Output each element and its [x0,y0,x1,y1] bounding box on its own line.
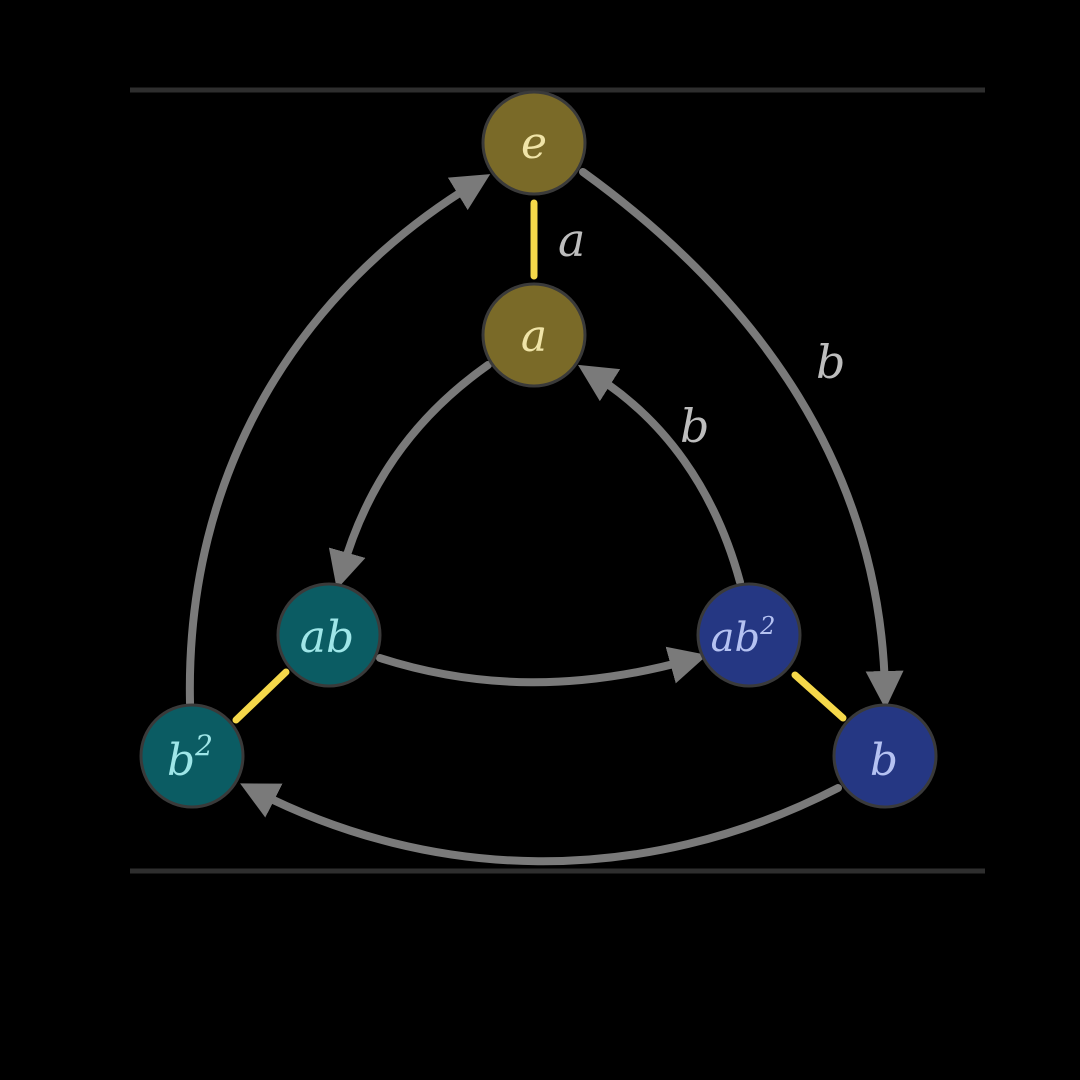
node-b-label: b [870,735,898,786]
node-e-label: e [521,118,547,169]
node-ab2-label: ab2 [711,612,776,661]
node-a-label: a [521,311,547,362]
node-b: b [832,703,938,809]
edge-b2-to-e [185,174,491,707]
node-e: e [481,90,587,196]
node-b2: b2 [139,703,245,809]
node-ab: ab [276,582,382,688]
edge-b-to-b2 [240,783,842,866]
edge-ab-b2 [232,668,290,724]
edge-ab2-b [791,671,847,722]
edge-e-to-b [579,168,904,709]
edge-a-to-ab [328,361,492,590]
edge-label-ab2-a: b [680,399,709,453]
node-ab-label: ab [300,612,354,663]
node-ab2: ab2 [696,582,802,688]
edge-label-e-a: a [558,213,585,267]
edge-ab2-to-a [577,364,744,586]
edge-ab-to-ab2 [376,646,708,687]
node-a: a [481,282,587,388]
edge-label-e-b: b [816,335,845,389]
node-b2-label: b2 [167,729,213,786]
